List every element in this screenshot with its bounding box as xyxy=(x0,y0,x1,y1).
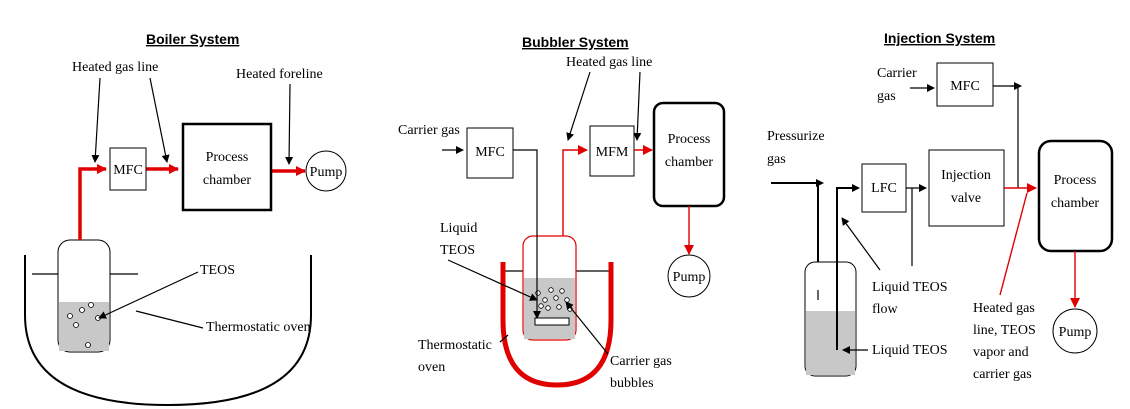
boiler-teos-label: TEOS xyxy=(200,263,235,278)
bubbler-mfc-label: MFC xyxy=(475,145,505,160)
boiler-bubble xyxy=(85,342,91,348)
injection-lfc-box xyxy=(861,163,907,213)
boiler-system: Boiler System Heated gas line Heated for… xyxy=(24,31,347,407)
injection-heated-note-4: carrier gas xyxy=(973,367,1032,382)
bubbler-title: Bubbler System xyxy=(522,34,629,50)
bubbler-liquid-teos-leader xyxy=(447,259,538,301)
injection-carrier-gas-label-1: Carrier xyxy=(877,66,917,81)
boiler-mfc-box xyxy=(109,147,147,191)
bubbler-pump xyxy=(667,254,711,298)
boiler-bubble xyxy=(73,322,79,328)
boiler-bubble xyxy=(88,302,94,308)
boiler-leader-gas-line-1 xyxy=(91,77,101,163)
injection-chamber-label-2: chamber xyxy=(1051,196,1100,211)
bubbler-oven-label-2: oven xyxy=(418,360,445,375)
injection-pump xyxy=(1052,308,1098,354)
bubbler-chamber-label-1: Process xyxy=(668,132,711,147)
boiler-pump-label: Pump xyxy=(310,165,343,180)
boiler-process-chamber xyxy=(181,122,273,212)
injection-valve-label-2: valve xyxy=(951,191,981,206)
bubbler-oven-leader xyxy=(499,334,509,343)
injection-liquid xyxy=(806,311,855,375)
boiler-bubble xyxy=(79,307,85,313)
bubbler-mfm-label: MFM xyxy=(596,145,629,160)
boiler-teos-leader xyxy=(98,271,199,319)
boiler-oven-leader xyxy=(135,310,204,329)
boiler-title: Boiler System xyxy=(146,31,239,47)
bubbler-system: Bubbler System Heated gas line Carrier g… xyxy=(398,34,726,391)
boiler-heated-foreline-label: Heated foreline xyxy=(236,67,323,82)
boiler-oven xyxy=(24,255,312,407)
bubbler-bubble xyxy=(542,297,548,303)
boiler-pipe-to-mfc xyxy=(78,164,107,240)
injection-chamber-label-1: Process xyxy=(1054,173,1097,188)
boiler-chamber-label-2: chamber xyxy=(203,173,252,188)
bubbler-carrier-gas-label: Carrier gas xyxy=(398,123,460,138)
bubbler-leader-gas-line-2 xyxy=(633,71,642,141)
bubbler-outlet-pipe xyxy=(562,145,588,236)
injection-heated-note-2: line, TEOS xyxy=(973,323,1036,338)
bubbler-bubbles-label-2: bubbles xyxy=(610,376,654,391)
boiler-mfc-label: MFC xyxy=(113,163,143,178)
boiler-bubble xyxy=(67,313,73,319)
bubbler-dip-tube xyxy=(513,149,541,319)
bubbler-pump-label: Pump xyxy=(673,270,706,285)
injection-flow-leader xyxy=(841,217,881,271)
injection-heated-leader xyxy=(999,192,1028,296)
bubbler-bubble xyxy=(553,295,559,301)
bubbler-bubble xyxy=(538,303,544,309)
injection-lfc-label: LFC xyxy=(871,181,897,196)
boiler-leader-foreline xyxy=(285,83,294,165)
bubbler-bubble xyxy=(559,288,565,294)
bubbler-bubble xyxy=(535,290,541,296)
bubbler-liquid-teos-label-2: TEOS xyxy=(440,243,475,258)
injection-valve-box xyxy=(928,149,1005,227)
boiler-oven-label: Thermostatic oven xyxy=(206,320,311,335)
injection-liquid-teos-label: Liquid TEOS xyxy=(872,343,948,358)
injection-heated-note-1: Heated gas xyxy=(973,301,1035,316)
injection-pump-label: Pump xyxy=(1059,325,1092,340)
boiler-pump xyxy=(305,150,347,192)
bubbler-bubbles-label-1: Carrier gas xyxy=(610,354,672,369)
boiler-heated-gas-line-label: Heated gas line xyxy=(72,60,158,75)
injection-carrier-gas-label-2: gas xyxy=(877,89,896,104)
bubbler-liquid-teos-label-1: Liquid xyxy=(440,221,477,236)
boiler-chamber-label-1: Process xyxy=(206,150,249,165)
injection-liquid-teos-flow-label-1: Liquid TEOS xyxy=(872,280,948,295)
injection-pressurize-label-2: gas xyxy=(767,152,786,167)
injection-pressurize-label-1: Pressurize xyxy=(767,129,825,144)
bubbler-oven xyxy=(500,262,614,388)
bubbler-mfc-box xyxy=(466,127,514,179)
bubbler-heated-gas-line-label: Heated gas line xyxy=(566,55,652,70)
bubbler-bubbles-leader xyxy=(565,301,609,355)
injection-mfc-box xyxy=(936,62,994,107)
bubbler-oven-label-1: Thermostatic xyxy=(418,338,492,353)
bubbler-bubble xyxy=(545,305,551,311)
bubbler-bubble xyxy=(556,304,562,310)
bubbler-sparger xyxy=(534,317,570,326)
injection-valve-label-1: Injection xyxy=(941,168,991,183)
bubbler-chamber-label-2: chamber xyxy=(665,155,714,170)
injection-mfc-label: MFC xyxy=(950,79,980,94)
injection-title: Injection System xyxy=(884,30,995,46)
boiler-leader-gas-line-2 xyxy=(149,77,170,163)
bubbler-bubble xyxy=(548,287,554,293)
injection-heated-note-3: vapor and xyxy=(973,345,1029,360)
bubbler-bubble xyxy=(564,297,570,303)
injection-liquid-teos-flow-label-2: flow xyxy=(872,302,899,317)
injection-system: Injection System Carrier gas MFC Pressur… xyxy=(767,30,1114,382)
bubbler-mfm-box xyxy=(589,125,635,177)
bubbler-leader-gas-line-1 xyxy=(566,71,591,141)
